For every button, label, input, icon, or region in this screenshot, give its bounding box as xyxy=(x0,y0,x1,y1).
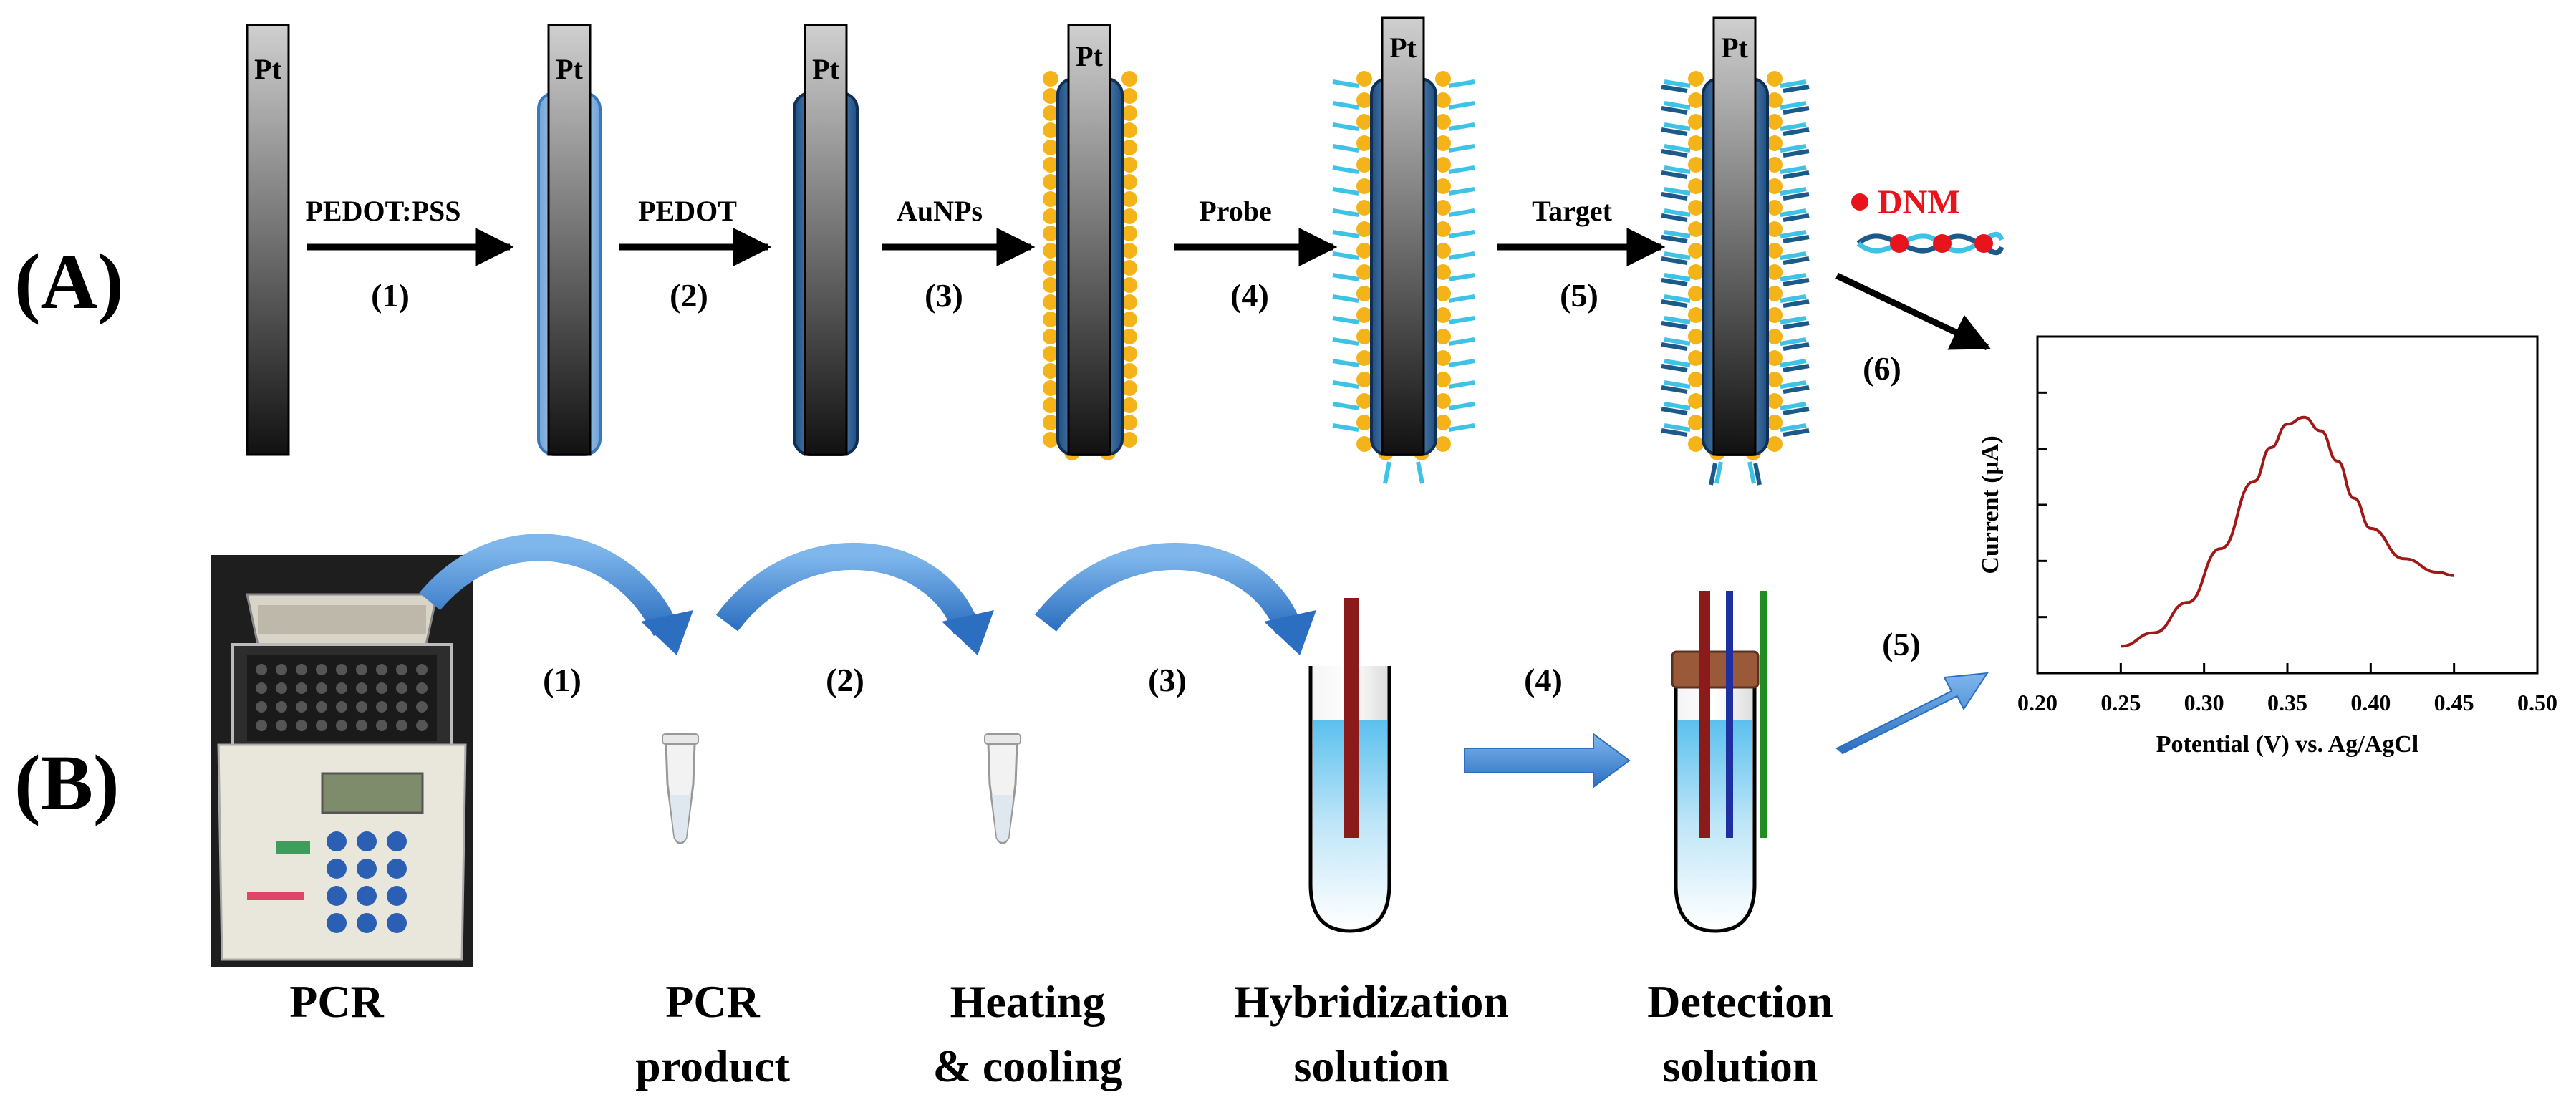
x-tick-label: 0.40 xyxy=(2350,690,2391,715)
flow-arrow-2 xyxy=(715,543,994,655)
b-step-4-number: (4) xyxy=(1524,662,1563,698)
caption-hybridization-line1: Hybridization xyxy=(1234,976,1509,1027)
step-arrow-3: AuNPs (3) xyxy=(882,195,1036,314)
caption-hybridization-line2: solution xyxy=(1294,1041,1449,1091)
caption-pcr: PCR xyxy=(289,976,384,1027)
x-tick-label: 0.30 xyxy=(2184,690,2224,715)
caption-heating-line2: & cooling xyxy=(933,1041,1123,1091)
pt-label: Pt xyxy=(1389,32,1417,64)
reference-electrode xyxy=(1726,591,1733,838)
step-6-number: (6) xyxy=(1863,350,1901,387)
step-arrow-5: Target (5) xyxy=(1497,195,1666,314)
dna-helix-icon xyxy=(1856,232,2005,255)
dnm-dot xyxy=(1851,193,1868,211)
dnm-label: DNM xyxy=(1878,183,1960,221)
counter-electrode xyxy=(1760,591,1767,838)
step-arrow-4: Probe (4) xyxy=(1174,195,1338,314)
panel-b-label: (B) xyxy=(14,739,120,826)
x-tick-label: 0.45 xyxy=(2434,690,2474,715)
pt-label: Pt xyxy=(254,53,281,85)
chart-series xyxy=(2121,415,2454,648)
panel-a-label: (A) xyxy=(14,238,124,325)
electrode-probe: Pt xyxy=(1332,16,1475,484)
pcr-machine-photo xyxy=(211,555,473,967)
step-3-number: (3) xyxy=(925,277,963,314)
electrode-pedot-pss: Pt xyxy=(537,24,602,456)
caption-detection-line2: solution xyxy=(1663,1041,1818,1091)
flow-arrow-3 xyxy=(1035,543,1316,655)
step-3-name: AuNPs xyxy=(897,195,983,227)
step-arrow-1: PEDOT:PSS (1) xyxy=(305,195,514,314)
flow-arrow-4 xyxy=(1464,733,1631,788)
electrode-aunps: Pt xyxy=(1043,24,1137,460)
step-arrow-6: (6) xyxy=(1835,272,1991,387)
electrode-bare-pt: Pt xyxy=(246,24,290,456)
electrode-pedot: Pt xyxy=(793,24,859,456)
plot-frame xyxy=(2036,335,2539,675)
hybridization-tube xyxy=(1308,598,1391,933)
step-arrow-2: PEDOT (2) xyxy=(619,195,772,314)
pt-label: Pt xyxy=(556,53,583,85)
step-1-number: (1) xyxy=(371,277,410,314)
step-1-name: PEDOT:PSS xyxy=(305,195,460,227)
step-2-name: PEDOT xyxy=(638,195,737,227)
y-axis-label: Current (μA) xyxy=(1977,435,2004,574)
y-axis-ticks xyxy=(2037,391,2047,619)
working-electrode xyxy=(1699,591,1710,838)
pt-label: Pt xyxy=(1076,40,1103,72)
caption-heating-line1: Heating xyxy=(950,976,1106,1027)
detection-tube xyxy=(1671,591,1767,933)
caption-pcr-product-line2: product xyxy=(635,1041,790,1091)
caption-detection-line1: Detection xyxy=(1647,976,1833,1027)
probe-dna-strands xyxy=(1332,79,1475,484)
b-step-2-number: (2) xyxy=(826,662,864,698)
dnm-legend: DNM xyxy=(1851,183,2005,255)
x-axis-label: Potential (V) vs. Ag/AgCl xyxy=(2156,731,2418,758)
flow-arrow-1 xyxy=(419,534,693,655)
voltammogram-chart: 0.20 0.25 0.30 0.35 0.40 0.45 0.50 Potential (… xyxy=(1977,335,2557,758)
hybridized-dna-strands xyxy=(1661,79,1810,486)
x-tick-label: 0.20 xyxy=(2017,690,2058,715)
flow-arrow-5 xyxy=(1835,672,1989,755)
x-tick-label: 0.35 xyxy=(2267,690,2307,715)
x-tick-label: 0.25 xyxy=(2100,690,2141,715)
caption-pcr-product-line1: PCR xyxy=(665,976,760,1027)
series-line xyxy=(2121,415,2454,648)
step-5-number: (5) xyxy=(1560,277,1598,314)
step-4-name: Probe xyxy=(1199,195,1271,227)
b-step-1-number: (1) xyxy=(543,662,582,698)
pt-label: Pt xyxy=(812,53,839,85)
microtube-heating-cooling xyxy=(984,733,1021,844)
tube-cap xyxy=(1671,650,1760,689)
step-2-number: (2) xyxy=(670,277,708,314)
step-5-name: Target xyxy=(1532,195,1613,227)
working-electrode xyxy=(1344,598,1359,838)
gold-nanoparticles xyxy=(1043,71,1137,460)
b-step-3-number: (3) xyxy=(1148,662,1187,698)
x-tick-label: 0.50 xyxy=(2517,690,2557,715)
gold-nanoparticles xyxy=(1356,71,1451,460)
b-step-5-number: (5) xyxy=(1882,626,1921,662)
x-axis-ticks: 0.20 0.25 0.30 0.35 0.40 0.45 0.50 xyxy=(2017,663,2557,715)
step-4-number: (4) xyxy=(1230,277,1269,314)
pt-label: Pt xyxy=(1721,32,1748,64)
microtube-pcr-product xyxy=(662,733,699,844)
electrode-target: Pt xyxy=(1661,16,1810,486)
